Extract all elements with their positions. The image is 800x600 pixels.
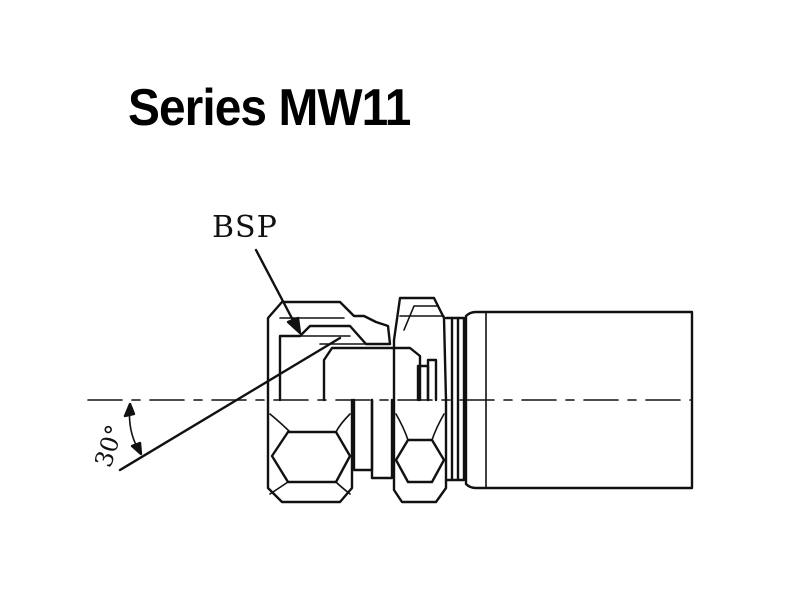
hex-body-lower-curve xyxy=(395,413,445,441)
hex-body-upper xyxy=(392,296,448,402)
nut-hex-face xyxy=(270,430,352,484)
bsp-thread-label: BSP xyxy=(212,210,278,245)
nut-hex-bottom-curve xyxy=(269,481,351,495)
collar-ring-2 xyxy=(426,358,438,402)
bsp-leader-arrow xyxy=(286,316,302,335)
cone-angle-line xyxy=(118,336,342,472)
nipple-lower xyxy=(352,398,374,472)
bsp-leader-line xyxy=(254,248,298,328)
ferrule-body xyxy=(464,310,694,490)
collar-lower xyxy=(370,398,394,480)
hex-body-chamfer xyxy=(403,305,439,331)
nipple-seat xyxy=(322,346,422,402)
angle-arrow-top xyxy=(123,402,136,418)
swivel-nut-upper xyxy=(266,300,392,402)
ferrule-step xyxy=(444,316,466,482)
nut-hex-top-curve xyxy=(269,413,351,433)
hex-body-lower xyxy=(392,398,448,504)
hex-body-lower-face xyxy=(394,438,446,484)
angle-arrow-bottom xyxy=(130,441,143,456)
swivel-nut-lower xyxy=(266,398,354,504)
page-title: Series MW11 xyxy=(128,79,411,137)
